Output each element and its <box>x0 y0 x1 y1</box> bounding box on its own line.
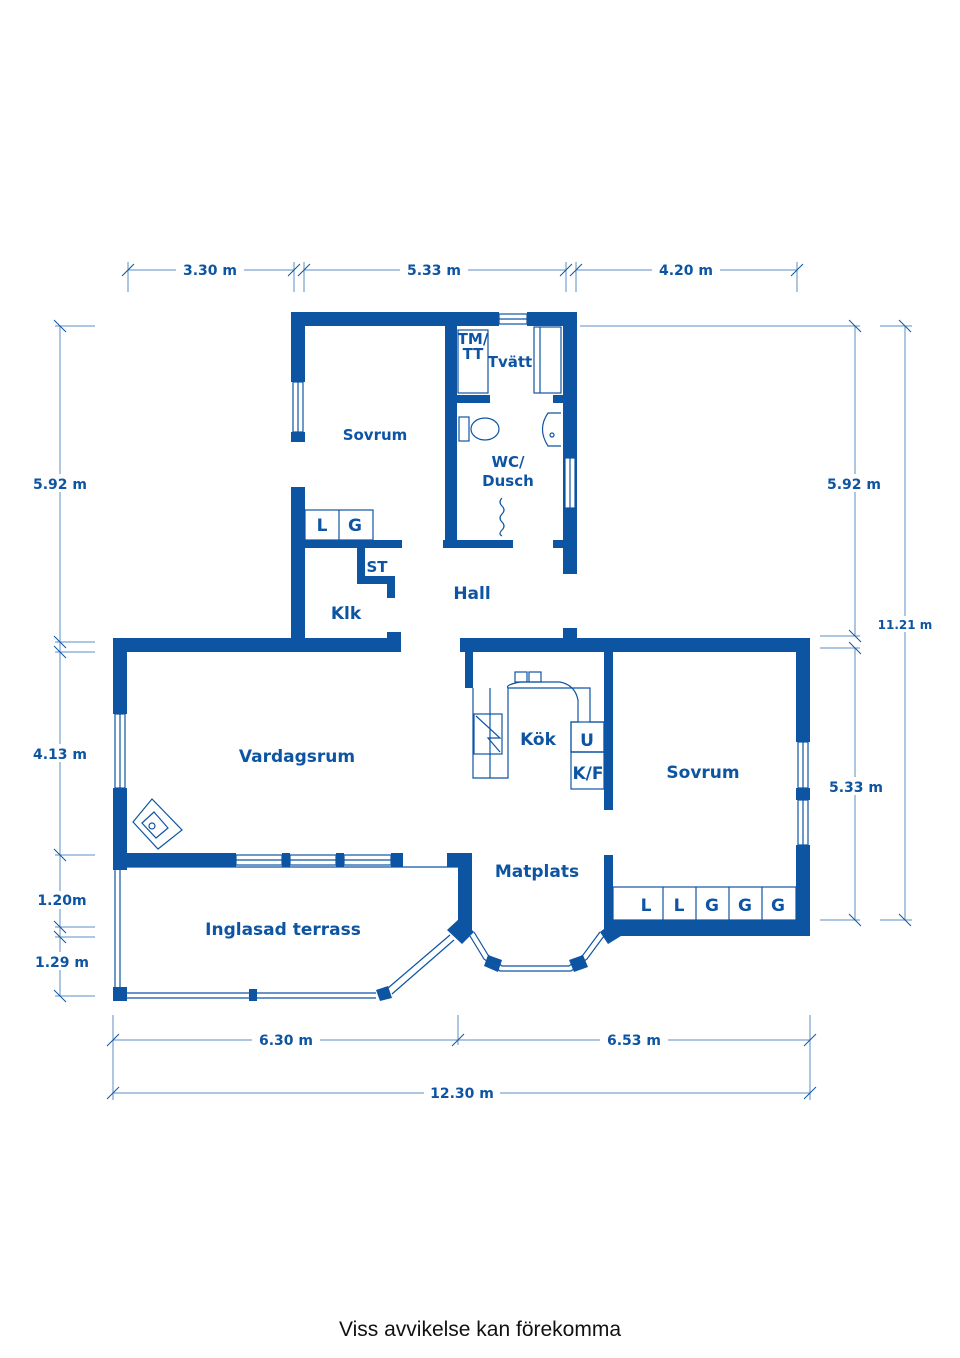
dim-right-upper: 5.92 m <box>827 477 881 493</box>
room-label-st: ST <box>366 558 388 576</box>
fixtures <box>132 326 797 921</box>
toilet-icon <box>458 416 500 442</box>
dim-left-low2: 1.29 m <box>35 955 89 971</box>
room-label-tm: TM/ <box>458 330 489 348</box>
windows <box>114 313 809 999</box>
dim-top-mid: 5.33 m <box>407 263 461 279</box>
laundry-counter <box>533 326 562 394</box>
room-label-klk: Klk <box>331 604 362 624</box>
storage-label: L <box>317 516 328 536</box>
room-label-kok: Kök <box>520 730 557 750</box>
dim-left-mid: 4.13 m <box>33 747 87 763</box>
dim-bottom-left: 6.30 m <box>259 1033 313 1049</box>
dim-bottom-right: 6.53 m <box>607 1033 661 1049</box>
storage-label: G <box>348 516 362 536</box>
room-label-sovrum-top: Sovrum <box>343 426 408 444</box>
room-labels: Sovrum TM/ TT Tvätt WC/ Dusch Hall Klk S… <box>205 330 785 940</box>
dim-top-left: 3.30 m <box>183 263 237 279</box>
room-label-vardagsrum: Vardagsrum <box>239 747 355 767</box>
walls <box>113 312 810 1001</box>
storage-label: G <box>705 896 719 916</box>
storage-label: G <box>738 896 752 916</box>
fireplace-icon <box>132 798 183 850</box>
room-label-tt: TT <box>463 345 485 363</box>
washing-machine-icon <box>457 329 489 394</box>
dim-right-lower: 5.33 m <box>829 780 883 796</box>
wardrobe <box>612 886 797 921</box>
room-label-wc: WC/ <box>491 453 525 471</box>
room-label-dusch: Dusch <box>482 472 534 490</box>
room-label-matplats: Matplats <box>495 862 579 882</box>
dimension-labels: 3.30 m 5.33 m 4.20 m 5.92 m 4.13 m 1.20m… <box>30 260 932 1102</box>
dimension-lines <box>53 262 912 1100</box>
storage-label: L <box>641 896 652 916</box>
room-label-terrass: Inglasad terrass <box>205 920 361 940</box>
room-label-sovrum-right: Sovrum <box>666 763 739 783</box>
storage-label: G <box>771 896 785 916</box>
shower-curtain <box>499 497 505 537</box>
dim-right-total: 11.21 m <box>878 618 933 632</box>
sink-icon <box>541 412 561 447</box>
room-label-u: U <box>580 731 594 751</box>
floor-plan: Sovrum TM/ TT Tvätt WC/ Dusch Hall Klk S… <box>30 260 933 1102</box>
dim-left-low1: 1.20m <box>37 893 86 909</box>
room-label-hall: Hall <box>453 584 490 604</box>
room-label-tvatt: Tvätt <box>488 353 532 371</box>
kitchen-appliance-kf <box>570 751 605 790</box>
dim-bottom-total: 12.30 m <box>430 1086 494 1102</box>
dim-left-upper: 5.92 m <box>33 477 87 493</box>
storage-label: L <box>674 896 685 916</box>
stove-icon <box>473 713 503 755</box>
disclaimer-text: Viss avvikelse kan förekomma <box>338 1318 622 1341</box>
room-label-kf: K/F <box>573 764 604 784</box>
dim-top-right: 4.20 m <box>659 263 713 279</box>
